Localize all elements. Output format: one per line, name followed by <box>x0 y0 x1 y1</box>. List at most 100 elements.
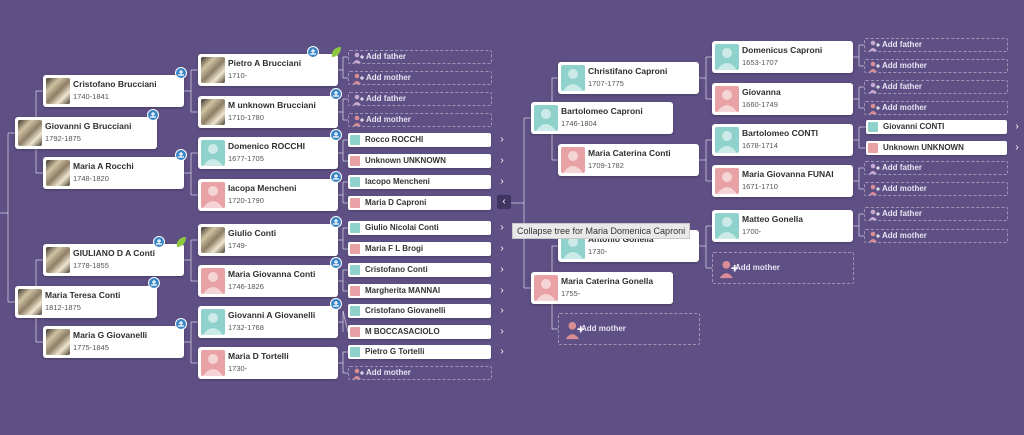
chevron-right-icon[interactable]: › <box>500 305 504 316</box>
person-card[interactable]: Maria A Rocchi 1748-1820 <box>43 157 184 189</box>
add-father-button[interactable]: Add father <box>348 50 492 64</box>
person-card[interactable]: Giovanni A Giovanelli 1732-1768 <box>198 306 338 338</box>
person-card[interactable]: Maria Teresa Conti 1812-1875 <box>15 286 157 318</box>
person-card[interactable]: Giulio Conti 1749- <box>198 224 338 256</box>
leaf-hint-icon[interactable] <box>175 235 187 247</box>
family-tree-icon[interactable] <box>147 109 159 121</box>
family-tree-icon[interactable] <box>153 236 165 248</box>
avatar-male <box>715 213 739 239</box>
person-card[interactable]: M unknown Brucciani 1710-1780 <box>198 96 338 128</box>
person-card[interactable]: Matteo Gonella 1700- <box>712 210 853 242</box>
add-mother-button[interactable]: Add mother <box>864 101 1008 115</box>
person-card-small[interactable]: Cristofano Conti <box>348 263 491 277</box>
add-mother-button[interactable]: Add mother <box>348 71 492 85</box>
add-mother-button[interactable]: Add mother <box>864 229 1008 243</box>
chevron-right-icon[interactable]: › <box>500 155 504 166</box>
chevron-right-icon[interactable]: › <box>500 222 504 233</box>
avatar-female <box>350 286 360 296</box>
family-tree-icon[interactable] <box>175 149 187 161</box>
avatar-male <box>715 44 739 70</box>
chevron-right-icon[interactable]: › <box>500 285 504 296</box>
person-name: Pietro G Tortelli <box>365 347 425 356</box>
person-card[interactable]: Maria D Tortelli 1730- <box>198 347 338 379</box>
person-card-small[interactable]: Unknown UNKNOWN <box>348 154 491 168</box>
person-card[interactable]: GIULIANO D A Conti 1778-1855 <box>43 244 184 276</box>
person-name: Cristofano Conti <box>365 265 428 274</box>
family-tree-icon[interactable] <box>175 67 187 79</box>
person-card[interactable]: Domenico ROCCHI 1677-1705 <box>198 137 338 169</box>
person-name: Matteo Gonella <box>742 214 803 224</box>
chevron-right-icon[interactable]: › <box>500 176 504 187</box>
add-father-button[interactable]: Add father <box>864 207 1008 221</box>
family-tree-icon[interactable] <box>330 216 342 228</box>
leaf-hint-icon[interactable] <box>330 45 342 57</box>
person-card-small[interactable]: Rocco ROCCHI <box>348 133 491 147</box>
family-tree-icon[interactable] <box>330 129 342 141</box>
add-mother-button[interactable]: Add mother <box>348 113 492 127</box>
person-card-small[interactable]: Margherita MANNAI <box>348 284 491 298</box>
family-tree-icon[interactable] <box>307 46 319 58</box>
person-card[interactable]: Iacopa Mencheni 1720-1790 <box>198 179 338 211</box>
person-card-small[interactable]: Giulio Nicolai Conti <box>348 221 491 235</box>
avatar-female <box>561 147 585 173</box>
person-card[interactable]: Christifano Caproni 1707-1775 <box>558 62 699 94</box>
person-card[interactable]: Maria Caterina Gonella 1755- <box>531 272 673 304</box>
family-tree-icon[interactable] <box>148 277 160 289</box>
person-card[interactable]: Cristofano Brucciani 1740-1841 <box>43 75 184 107</box>
person-card-small[interactable]: Unknown UNKNOWN <box>866 141 1007 155</box>
add-father-button[interactable]: Add father <box>864 161 1008 175</box>
add-mother-button[interactable]: Add mother <box>712 252 854 284</box>
family-tree-icon[interactable] <box>330 257 342 269</box>
person-card[interactable]: Giovanna 1660-1749 <box>712 83 853 115</box>
family-tree-icon[interactable] <box>330 171 342 183</box>
person-name: Cristofano Brucciani <box>73 79 157 89</box>
family-tree-icon[interactable] <box>330 298 342 310</box>
add-father-button[interactable]: Add father <box>864 38 1008 52</box>
person-name: Maria A Rocchi <box>73 161 134 171</box>
person-card-small[interactable]: M BOCCASACIOLO <box>348 325 491 339</box>
person-dates: 1730- <box>588 247 608 256</box>
add-mother-button[interactable]: Add mother <box>558 313 700 345</box>
person-card[interactable]: Maria Caterina Conti 1709-1782 <box>558 144 699 176</box>
avatar-male <box>201 140 225 166</box>
add-mother-button[interactable]: Add mother <box>864 182 1008 196</box>
add-father-button[interactable]: Add father <box>864 80 1008 94</box>
person-name: Giulio Nicolai Conti <box>365 223 439 232</box>
collapse-tree-button[interactable]: ‹ <box>497 195 511 209</box>
chevron-right-icon[interactable]: › <box>500 243 504 254</box>
add-mother-button[interactable]: Add mother <box>864 59 1008 73</box>
person-card[interactable]: Bartolomeo Caproni 1746-1804 <box>531 102 673 134</box>
person-card[interactable]: Bartolomeo CONTI 1678-1714 <box>712 124 853 156</box>
chevron-right-icon[interactable]: › <box>500 326 504 337</box>
person-card-small[interactable]: Cristofano Giovanelli <box>348 304 491 318</box>
add-person-icon <box>869 61 880 72</box>
person-card-small[interactable]: Maria D Caproni <box>348 196 491 210</box>
avatar-male <box>350 306 360 316</box>
person-dates: 1653-1707 <box>742 58 778 67</box>
chevron-right-icon[interactable]: › <box>1015 121 1019 132</box>
chevron-right-icon[interactable]: › <box>500 264 504 275</box>
chevron-right-icon[interactable]: › <box>1015 142 1019 153</box>
person-card-small[interactable]: Giovanni CONTI <box>866 120 1007 134</box>
person-name: Maria Caterina Gonella <box>561 276 654 286</box>
person-dates: 1792-1875 <box>45 134 81 143</box>
person-dates: 1660-1749 <box>742 100 778 109</box>
person-card[interactable]: Pietro A Brucciani 1710- <box>198 54 338 86</box>
chevron-right-icon[interactable]: › <box>500 346 504 357</box>
person-card[interactable]: Giovanni G Brucciani 1792-1875 <box>15 117 157 149</box>
add-father-button[interactable]: Add father <box>348 92 492 106</box>
family-tree-icon[interactable] <box>175 318 187 330</box>
person-card-small[interactable]: Maria F L Brogi <box>348 242 491 256</box>
person-name: Maria Giovanna FUNAI <box>742 169 834 179</box>
chevron-right-icon[interactable]: › <box>500 134 504 145</box>
person-card-small[interactable]: Pietro G Tortelli <box>348 345 491 359</box>
person-card[interactable]: Maria G Giovanelli 1775-1845 <box>43 326 184 358</box>
person-card-small[interactable]: Iacopo Mencheni <box>348 175 491 189</box>
person-dates: 1710-1780 <box>228 113 264 122</box>
person-card[interactable]: Maria Giovanna FUNAI 1671-1710 <box>712 165 853 197</box>
person-card[interactable]: Maria Giovanna Conti 1746-1826 <box>198 265 338 297</box>
person-card[interactable]: Domenicus Caproni 1653-1707 <box>712 41 853 73</box>
add-mother-button[interactable]: Add mother <box>348 366 492 380</box>
person-dates: 1732-1768 <box>228 323 264 332</box>
family-tree-icon[interactable] <box>330 88 342 100</box>
